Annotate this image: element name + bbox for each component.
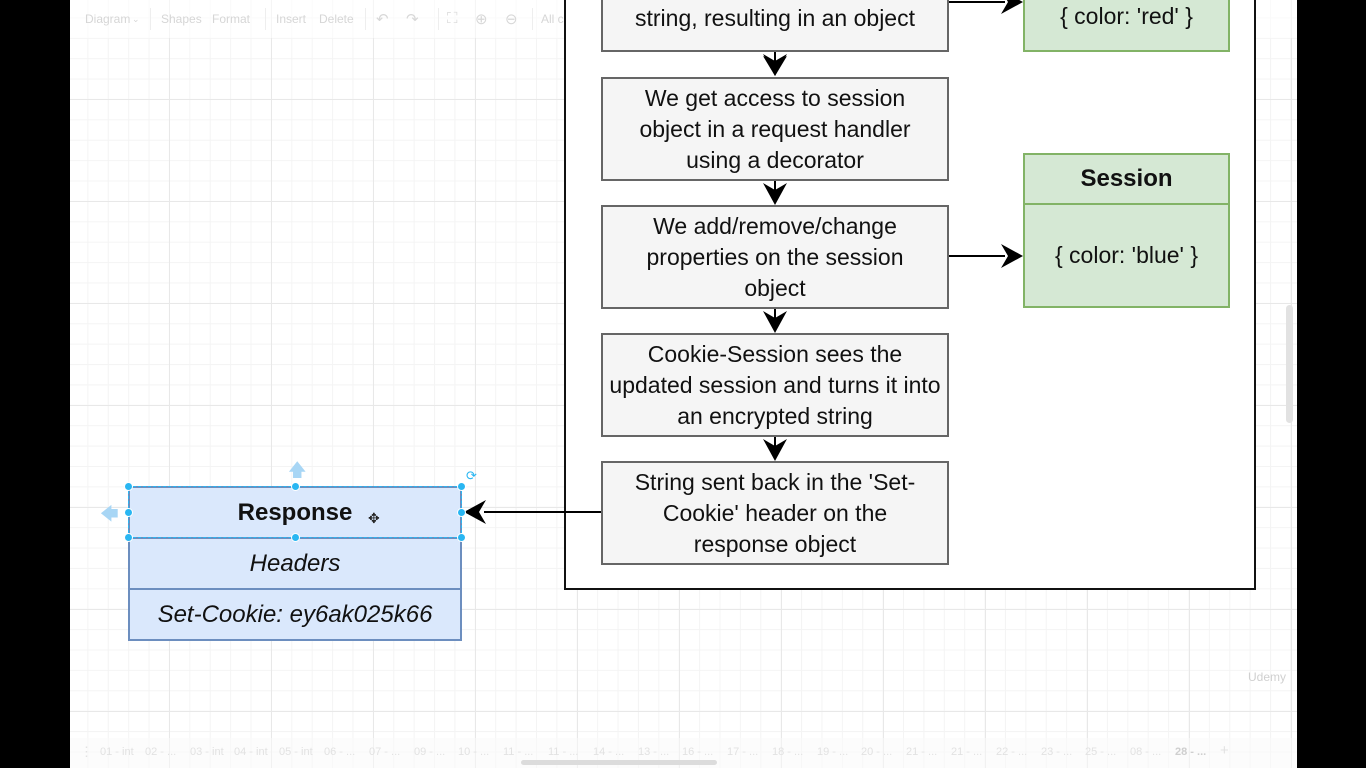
page-tab[interactable]: 13 - ... (638, 746, 670, 758)
session-blue-body: { color: 'blue' } (1054, 242, 1199, 268)
toolbar-divider (265, 8, 266, 30)
session-blue-box[interactable]: Session { color: 'blue' } (1023, 153, 1230, 308)
page-tab[interactable]: 16 - ... (682, 746, 714, 758)
session-red-body: { color: 'red' } (1060, 3, 1193, 29)
arrowhead (1001, 0, 1023, 14)
page-tab[interactable]: 25 - ... (1085, 746, 1117, 758)
page-tab[interactable]: 05 - int (279, 746, 313, 758)
page-tab[interactable]: 18 - ... (772, 746, 804, 758)
more-pages-icon[interactable]: ⋮ (80, 744, 93, 759)
resize-handle[interactable] (457, 533, 466, 542)
page-tab[interactable]: 19 - ... (817, 746, 849, 758)
format-button[interactable]: Format (212, 12, 251, 26)
toolbar-divider (438, 8, 439, 30)
page-tab[interactable]: 22 - ... (996, 746, 1028, 758)
page-tab[interactable]: 17 - ... (727, 746, 759, 758)
page-tab[interactable]: 21 - ... (906, 746, 938, 758)
page-tab[interactable]: 03 - int (190, 746, 224, 758)
page-tab[interactable]: 04 - int (234, 746, 268, 758)
arrowhead (763, 311, 787, 333)
page-tab[interactable]: 09 - ... (414, 746, 446, 758)
flow-step-access[interactable]: We get access to session object in a req… (601, 77, 949, 181)
selection-outline (128, 486, 462, 538)
resize-handle[interactable] (124, 508, 133, 517)
page-tab[interactable]: 28 - ... (1175, 746, 1207, 758)
add-page-icon[interactable]: + (1220, 742, 1229, 759)
insert-button[interactable]: Insert (276, 12, 307, 26)
vertical-scrollbar[interactable] (1286, 305, 1293, 423)
resize-handle[interactable] (291, 533, 300, 542)
rotate-handle-icon[interactable]: ⟳ (466, 468, 477, 483)
arrow-up-icon[interactable]: 🡅 (288, 460, 307, 480)
page-tab[interactable]: 07 - ... (369, 746, 401, 758)
resize-handle[interactable] (457, 508, 466, 517)
arrowhead (763, 439, 787, 461)
diagram-menu[interactable]: Diagram (85, 12, 131, 26)
flow-step-change[interactable]: We add/remove/change properties on the s… (601, 205, 949, 309)
arrowhead (1001, 244, 1023, 268)
resize-handle[interactable] (291, 482, 300, 491)
chevron-down-icon: ⌄ (132, 14, 140, 24)
page-tab[interactable]: 20 - ... (861, 746, 893, 758)
resize-handle[interactable] (124, 482, 133, 491)
page-tab[interactable]: 11 - ... (548, 746, 579, 758)
page-tab[interactable]: 11 - ... (503, 746, 534, 758)
resize-handle[interactable] (124, 533, 133, 542)
undo-icon[interactable]: ↶ (376, 11, 389, 28)
response-cookie-row: Set-Cookie: ey6ak025k66 (157, 601, 433, 628)
delete-button[interactable]: Delete (319, 12, 354, 26)
session-red-box[interactable]: { color: 'red' } (1023, 0, 1230, 52)
flow-step-text: Cookie-Session sees the updated session … (609, 340, 941, 429)
response-box[interactable]: Response Headers Set-Cookie: ey6ak025k66 (128, 486, 462, 641)
arrow-left-icon[interactable]: 🡄 (100, 504, 119, 524)
arrowhead (763, 183, 787, 205)
horizontal-scrollbar[interactable] (521, 760, 717, 765)
session-title: Session (1025, 155, 1228, 205)
zoom-out-icon[interactable]: ⊖ (505, 11, 518, 28)
flow-step-parse[interactable]: string, resulting in an object (601, 0, 949, 52)
udemy-watermark: Udemy (1248, 670, 1287, 684)
arrowhead (464, 500, 486, 524)
shapes-button[interactable]: Shapes (161, 12, 202, 26)
flow-step-text: We get access to session object in a req… (639, 84, 911, 173)
page-tab[interactable]: 01 - int (100, 746, 134, 758)
toolbar-divider (532, 8, 533, 30)
flow-step-encrypt[interactable]: Cookie-Session sees the updated session … (601, 333, 949, 437)
flow-step-send[interactable]: String sent back in the 'Set-Cookie' hea… (601, 461, 949, 565)
flow-step-text: string, resulting in an object (635, 5, 915, 31)
response-headers-row: Headers (130, 539, 460, 590)
page-tab[interactable]: 10 - ... (458, 746, 490, 758)
fullscreen-icon[interactable]: ⛶ (447, 10, 458, 27)
page-tab[interactable]: 21 - ... (951, 746, 983, 758)
page-tab[interactable]: 06 - ... (324, 746, 356, 758)
redo-icon[interactable]: ↷ (406, 11, 419, 28)
flow-step-text: String sent back in the 'Set-Cookie' hea… (634, 468, 916, 557)
flow-step-text: We add/remove/change properties on the s… (646, 212, 904, 301)
move-cursor-icon: ✥ (368, 510, 380, 526)
page-tab[interactable]: 14 - ... (593, 746, 625, 758)
page-tab[interactable]: 02 - ... (145, 746, 177, 758)
arrowhead (763, 54, 787, 76)
toolbar-divider (150, 8, 151, 30)
resize-handle[interactable] (457, 482, 466, 491)
page-tab[interactable]: 23 - ... (1041, 746, 1073, 758)
toolbar-divider (365, 8, 366, 30)
page-tab[interactable]: 08 - ... (1130, 746, 1162, 758)
zoom-in-icon[interactable]: ⊕ (475, 11, 488, 28)
